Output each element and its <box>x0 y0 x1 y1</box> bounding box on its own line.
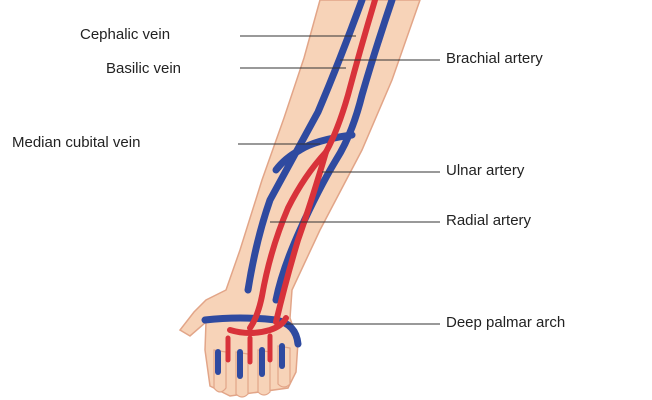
label-cephalic-vein: Cephalic vein <box>80 26 170 43</box>
label-basilic-vein: Basilic vein <box>106 60 181 77</box>
label-deep-palmar-arch: Deep palmar arch <box>446 314 565 331</box>
label-radial-artery: Radial artery <box>446 212 531 229</box>
label-brachial-artery: Brachial artery <box>446 50 543 67</box>
label-median-cubital-vein: Median cubital vein <box>12 134 140 151</box>
label-ulnar-artery: Ulnar artery <box>446 162 524 179</box>
